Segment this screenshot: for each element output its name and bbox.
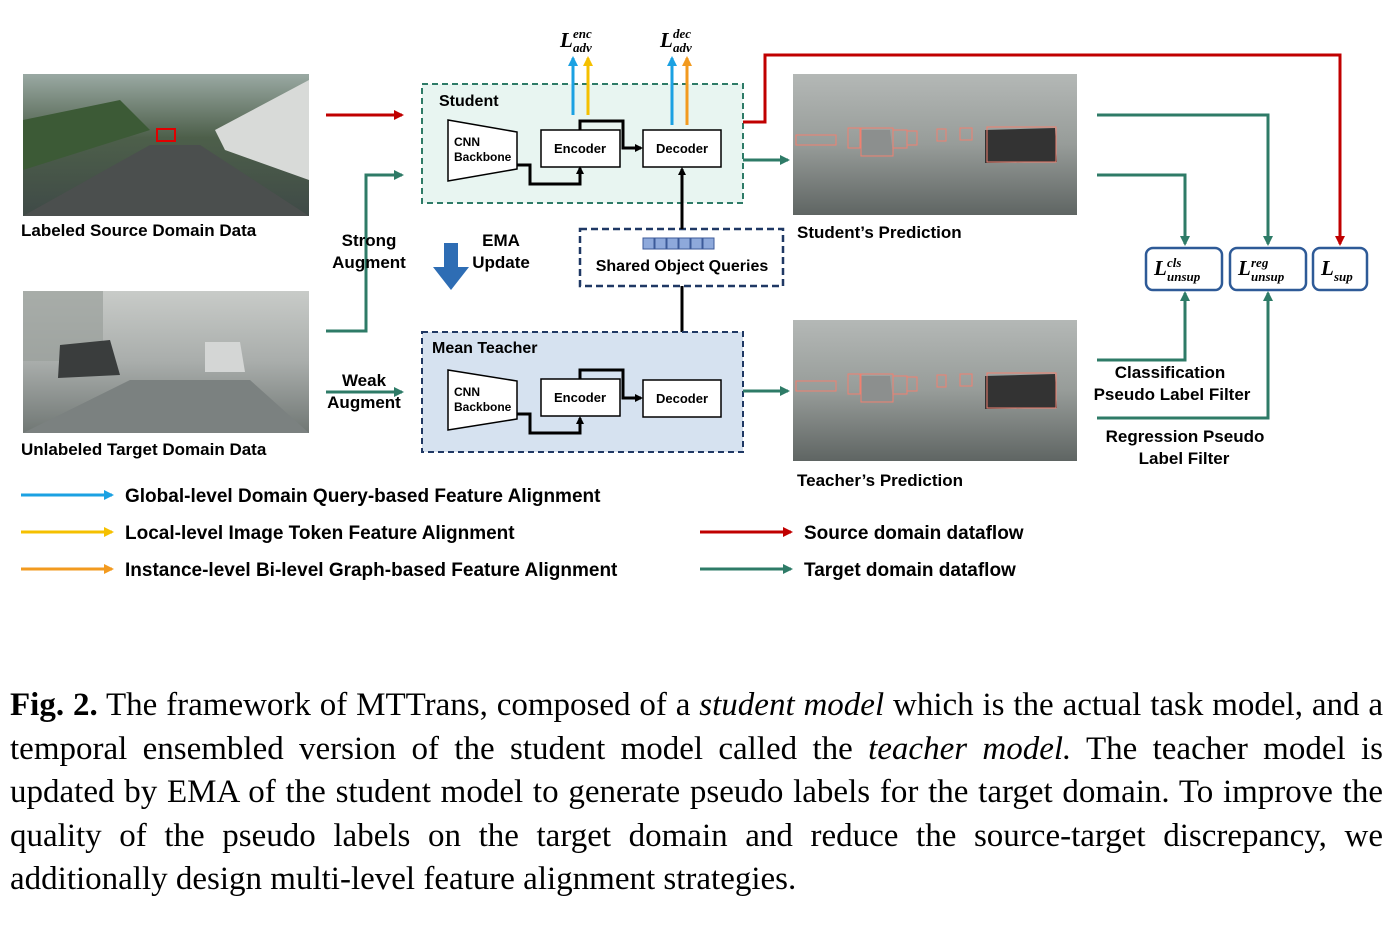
teacher-backbone-label: Backbone: [454, 400, 512, 414]
loss-dec-adv: L dec adv: [659, 26, 692, 55]
framework-diagram: Labeled Source Domain Data Unlabeled Tar…: [21, 26, 1369, 581]
svg-text:L: L: [1153, 256, 1167, 280]
caption-text-2: which is the actual task model, and a te…: [10, 687, 1383, 767]
svg-text:reg: reg: [1251, 255, 1269, 270]
target-strong-augment-arrow: [326, 170, 404, 333]
svg-text:adv: adv: [573, 40, 592, 55]
student-decoder-label: Decoder: [656, 141, 708, 156]
weak-augment-label: Weak: [342, 371, 387, 390]
loss-enc-adv: L enc adv: [559, 26, 592, 55]
caption-italic-2: teacher model.: [868, 730, 1072, 767]
target-image-label: Unlabeled Target Domain Data: [21, 440, 267, 459]
svg-text:enc: enc: [573, 26, 592, 41]
svg-text:adv: adv: [673, 40, 692, 55]
teacher-cnn-label: CNN: [454, 385, 480, 399]
legend-instance-label: Instance-level Bi-level Graph-based Feat…: [125, 560, 618, 581]
legend-local-label: Local-level Image Token Feature Alignmen…: [125, 523, 515, 544]
ema-label: EMA: [482, 231, 520, 250]
cls-filter-label: Classification: [1115, 363, 1226, 382]
caption-text-3: The teacher model is updated by EMA of t…: [10, 730, 1383, 898]
query-tokens: [642, 237, 715, 250]
figure-caption: Fig. 2. The framework of MTTrans, compos…: [10, 684, 1383, 902]
teacher-decoder: [642, 379, 722, 418]
svg-text:L: L: [559, 28, 573, 52]
reg-filter-label-2: Label Filter: [1139, 449, 1230, 468]
student-cnn-label: CNN: [454, 135, 480, 149]
caption-fig-number: Fig. 2.: [10, 687, 98, 723]
teacher-prediction-image: [793, 320, 1077, 461]
svg-text:dec: dec: [673, 26, 691, 41]
teacher-decoder-label: Decoder: [656, 391, 708, 406]
teacher-title: Mean Teacher: [432, 340, 538, 357]
svg-text:L: L: [1237, 256, 1251, 280]
student-prediction-image: [793, 74, 1077, 215]
source-image-label: Labeled Source Domain Data: [21, 221, 257, 240]
teacher-encoder-label: Encoder: [554, 390, 606, 405]
student-cnn-backbone: [447, 119, 518, 182]
ema-update-arrow-icon: [433, 243, 469, 290]
svg-text:unsup: unsup: [1251, 269, 1285, 284]
svg-text:unsup: unsup: [1167, 269, 1201, 284]
loss-sup: L sup: [1311, 246, 1369, 292]
student-prediction-label: Student’s Prediction: [797, 223, 962, 242]
teacher-cnn-backbone: [447, 369, 518, 431]
cls-filter-label-2: Pseudo Label Filter: [1094, 385, 1251, 404]
weak-augment-label-2: Augment: [327, 393, 401, 412]
legend-source-label: Source domain dataflow: [804, 523, 1024, 544]
target-domain-image: [23, 291, 309, 433]
teacher-prediction-label: Teacher’s Prediction: [797, 471, 963, 490]
svg-text:sup: sup: [1333, 269, 1353, 284]
supervised-loss-arrow: [743, 53, 1345, 246]
loss-cls-unsup: L cls unsup: [1144, 246, 1224, 292]
source-domain-image: [23, 74, 309, 216]
legend-target-label: Target domain dataflow: [804, 560, 1016, 581]
student-backbone-label: Backbone: [454, 150, 512, 164]
shared-queries-label: Shared Object Queries: [596, 258, 769, 275]
loss-reg-unsup: L reg unsup: [1228, 246, 1308, 292]
svg-text:L: L: [659, 28, 673, 52]
strong-augment-label: Strong: [342, 231, 397, 250]
strong-augment-label-2: Augment: [332, 253, 406, 272]
student-title: Student: [439, 93, 499, 110]
caption-text-1: The framework of MTTrans, composed of a: [97, 687, 700, 723]
student-encoder-label: Encoder: [554, 141, 606, 156]
ema-update-label: Update: [472, 253, 530, 272]
caption-italic-1: student model: [699, 687, 885, 723]
svg-text:L: L: [1320, 256, 1334, 280]
legend-global-label: Global-level Domain Query-based Feature …: [125, 486, 601, 507]
teacher-encoder: [540, 378, 621, 417]
reg-filter-label: Regression Pseudo: [1106, 427, 1265, 446]
svg-text:cls: cls: [1167, 255, 1181, 270]
